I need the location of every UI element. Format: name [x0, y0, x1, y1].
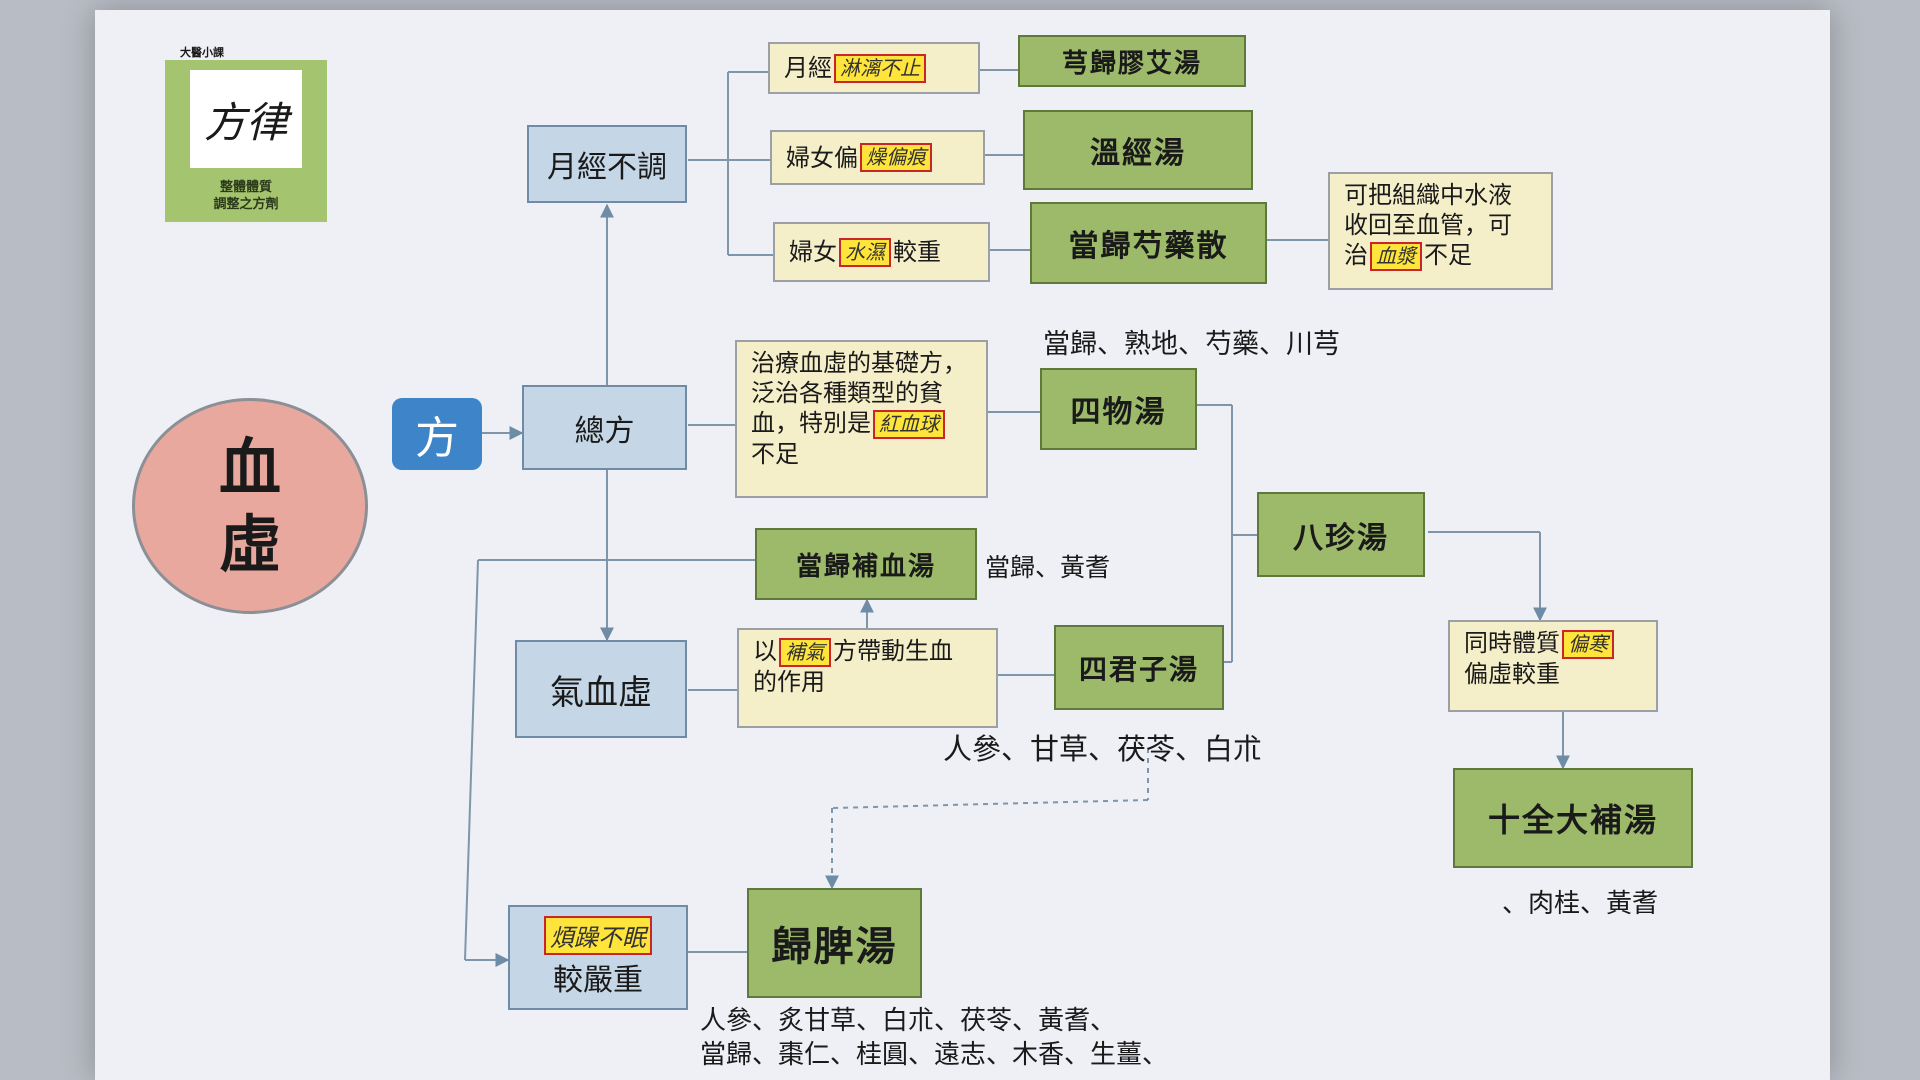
note-organize-fluid: 可把組織中水液 收回至血管，可 治血漿不足: [1328, 172, 1553, 290]
highlight-irritable-insomnia: 煩躁不眠: [544, 916, 652, 955]
formula-si-jun-zi: 四君子湯: [1054, 625, 1224, 710]
logo-caption: 整體體質 調整之方劑: [165, 180, 327, 214]
node-menstrual-irregular: 月經不調: [527, 125, 687, 203]
cond-women-dryness: 婦女偏燥偏痕: [770, 130, 985, 185]
formula-si-wu: 四物湯: [1040, 368, 1197, 450]
highlight-plasma: 血漿: [1370, 242, 1422, 271]
logo-mark: 方律: [190, 70, 302, 168]
logo-header: 大醫小課: [180, 46, 224, 59]
cond-women-dampness: 婦女水濕較重: [773, 222, 990, 282]
topic-line2: 虛: [218, 508, 281, 581]
formula-label: 方: [392, 398, 482, 470]
highlight-tonify-qi: 補氣: [779, 638, 831, 667]
highlight-cold: 偏寒: [1562, 630, 1614, 659]
ingredients-buxue: 當歸、黃耆: [985, 553, 1111, 582]
ingredients-sijunzi: 人參、甘草、茯苓、白朮: [943, 732, 1263, 766]
formula-shi-quan-da-bu: 十全大補湯: [1453, 768, 1693, 868]
node-general-formula: 總方: [522, 385, 687, 470]
note-cold-deficiency: 同時體質偏寒 偏虛較重: [1448, 620, 1658, 712]
node-qi-blood-deficiency: 氣血虛: [515, 640, 687, 738]
ingredients-siwu: 當歸、熟地、芍藥、川芎: [1043, 329, 1340, 360]
highlight-dampness: 水濕: [839, 237, 891, 267]
node-severe-insomnia: 煩躁不眠 較嚴重: [508, 905, 688, 1010]
logo: 方律 整體體質 調整之方劑: [165, 60, 327, 222]
formula-xiong-gui-jiao-ai: 芎歸膠艾湯: [1018, 35, 1246, 87]
ingredients-shiquan: 、肉桂、黃耆: [1502, 889, 1659, 919]
formula-gui-pi: 歸脾湯: [747, 888, 922, 998]
note-qi-tonify: 以補氣方帶動生血 的作用: [737, 628, 998, 728]
highlight-dryness: 燥偏痕: [860, 143, 932, 172]
ingredients-guipi-line1: 人參、炙甘草、白朮、茯苓、黃耆、: [700, 1006, 1117, 1036]
highlight-red-blood-cells: 紅血球: [873, 410, 945, 439]
formula-wen-jing: 溫經湯: [1023, 110, 1253, 190]
logo-caption-line1: 整體體質: [219, 180, 272, 195]
formula-dang-gui-shao-yao: 當歸芍藥散: [1030, 202, 1267, 284]
highlight-dripping: 淋漓不止: [834, 53, 926, 83]
topic-line1: 血: [218, 430, 281, 504]
formula-dang-gui-bu-xue: 當歸補血湯: [755, 528, 977, 600]
ingredients-guipi-line2: 當歸、棗仁、桂圓、遠志、木香、生薑、: [700, 1040, 1169, 1070]
cond-menstrual-dripping: 月經淋漓不止: [768, 42, 980, 94]
severe-suffix: 較嚴重: [553, 963, 643, 998]
logo-caption-line2: 調整之方劑: [213, 196, 279, 212]
topic-blood-deficiency: 血 虛: [132, 398, 368, 614]
note-siwu-basic: 治療血虛的基礎方， 泛治各種類型的貧 血，特別是紅血球 不足: [735, 340, 988, 498]
formula-ba-zhen: 八珍湯: [1257, 492, 1425, 577]
